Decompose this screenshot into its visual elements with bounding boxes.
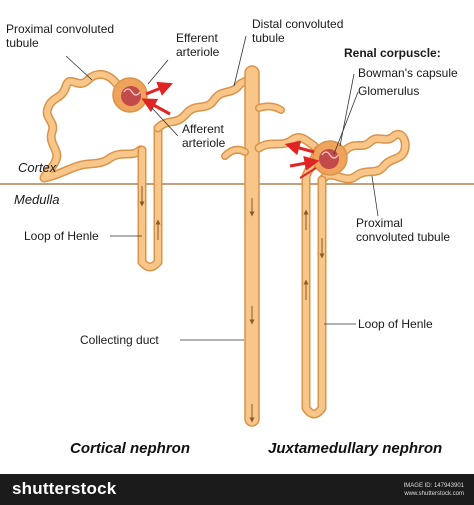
afferent-arteriole-left <box>141 98 171 116</box>
zone-medulla: Medulla <box>14 192 60 207</box>
collecting-duct <box>221 65 285 427</box>
label-bowmans-capsule: Bowman's capsule <box>358 66 458 80</box>
leader-lines <box>65 35 379 341</box>
label-loop-of-henle-left: Loop of Henle <box>24 229 99 243</box>
label-proximal-convoluted-tubule-right: Proximal convoluted tubule <box>356 216 451 244</box>
nephron-illustration <box>0 35 474 427</box>
glomerulus-left <box>121 86 141 106</box>
label-loop-of-henle-right: Loop of Henle <box>358 317 433 331</box>
label-efferent-arteriole: Efferent arteriole <box>176 31 220 59</box>
efferent-arteriole-right <box>284 140 315 156</box>
label-renal-corpuscle: Renal corpuscle: <box>344 46 441 60</box>
image-id: IMAGE ID: 147943901 www.shutterstock.com <box>403 483 464 497</box>
brand-logo: shutterstock <box>12 479 117 498</box>
afferent-arteriole-right <box>289 155 320 171</box>
glomerulus-right <box>319 149 339 169</box>
caption-juxtamedullary-nephron: Juxtamedullary nephron <box>268 440 443 457</box>
footer-bar: shutterstock IMAGE ID: 147943901 www.shu… <box>0 474 474 505</box>
zone-cortex: Cortex <box>18 160 57 175</box>
efferent-arteriole-left <box>145 81 173 96</box>
label-glomerulus: Glomerulus <box>358 84 420 98</box>
caption-cortical-nephron: Cortical nephron <box>70 440 191 457</box>
cortical-nephron <box>39 69 257 272</box>
juxtamedullary-nephron <box>254 130 410 419</box>
label-proximal-convoluted-tubule-left: Proximal convoluted tubule <box>6 22 115 50</box>
label-distal-convoluted-tubule: Distal convoluted tubule <box>252 17 344 45</box>
label-afferent-arteriole: Afferent arteriole <box>182 122 226 150</box>
label-collecting-duct: Collecting duct <box>80 333 159 347</box>
